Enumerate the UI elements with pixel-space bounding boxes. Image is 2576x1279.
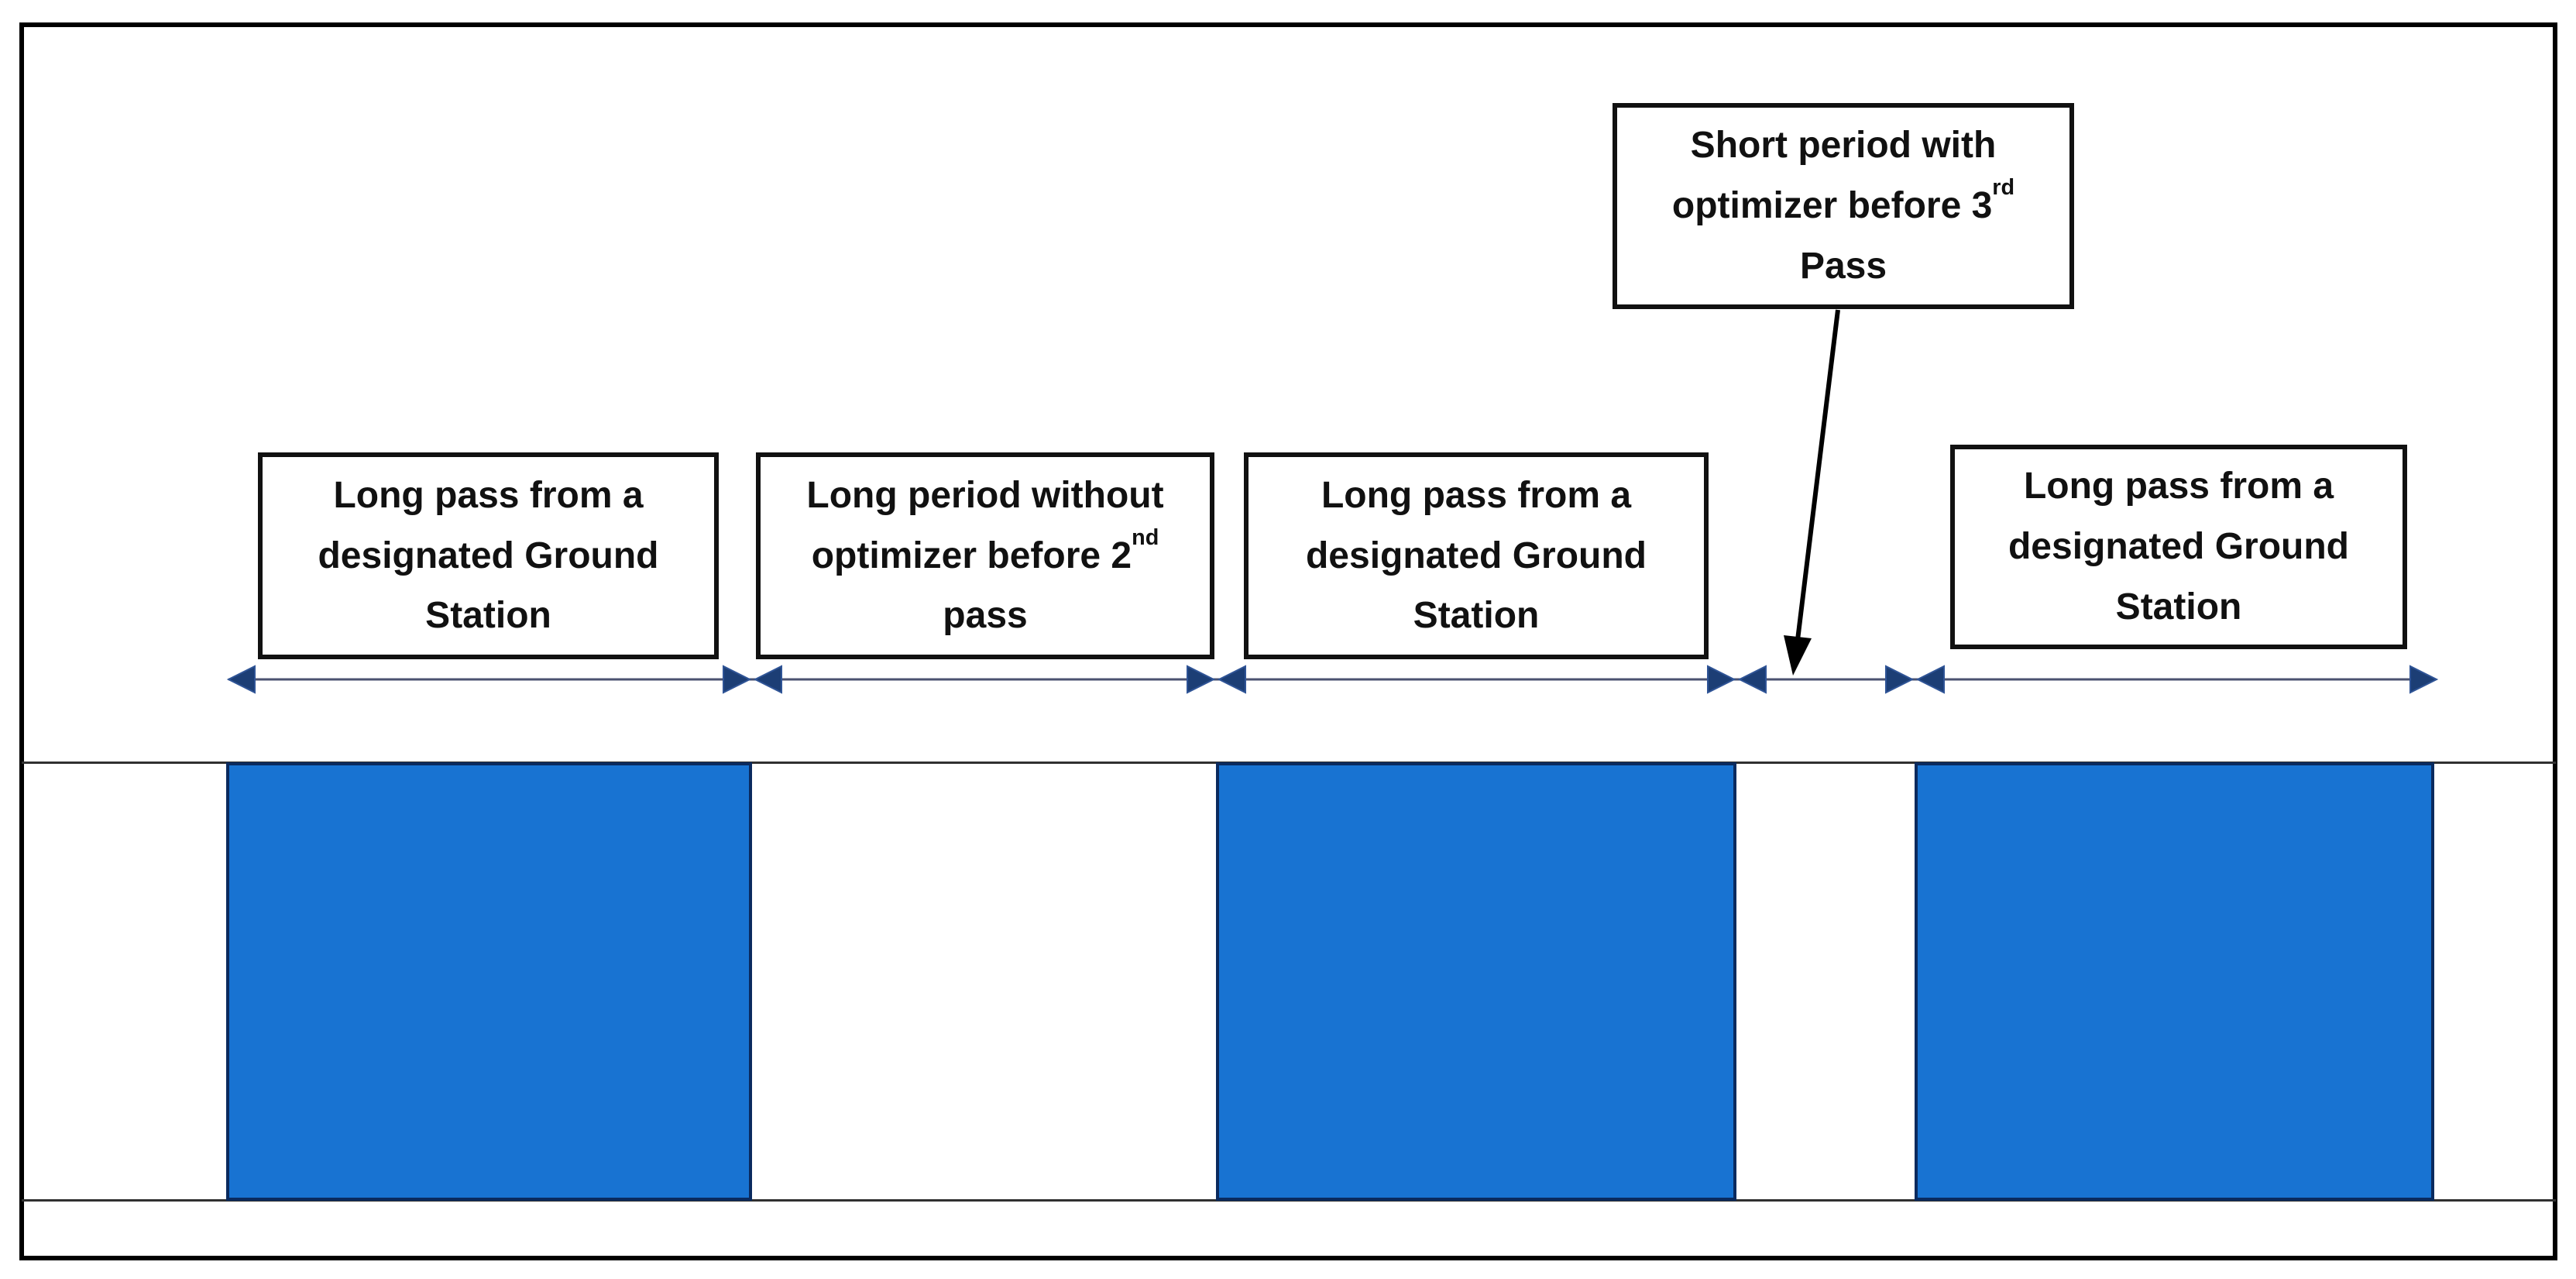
pass-3-label-text: Long pass from a designated Ground Stati… (2008, 466, 2349, 627)
gap-label-box: Long period without optimizer before 2nd… (756, 452, 1214, 659)
pass-block-2 (1216, 762, 1736, 1201)
pass-block-1 (226, 762, 752, 1201)
gap-label-text: Long period without optimizer before 2nd… (806, 474, 1164, 637)
pass-1-label-text: Long pass from a designated Ground Stati… (318, 474, 659, 637)
short-period-callout-text: Short period with optimizer before 3rd P… (1671, 125, 2015, 287)
short-period-callout-box: Short period with optimizer before 3rd P… (1613, 103, 2074, 309)
pass-3-label-box: Long pass from a designated Ground Stati… (1950, 445, 2407, 649)
diagram-frame (19, 22, 2557, 1260)
pass-2-label-box: Long pass from a designated Ground Stati… (1244, 452, 1709, 659)
pass-2-label-text: Long pass from a designated Ground Stati… (1305, 474, 1647, 637)
pass-1-label-box: Long pass from a designated Ground Stati… (258, 452, 719, 659)
pass-block-3 (1915, 762, 2434, 1201)
